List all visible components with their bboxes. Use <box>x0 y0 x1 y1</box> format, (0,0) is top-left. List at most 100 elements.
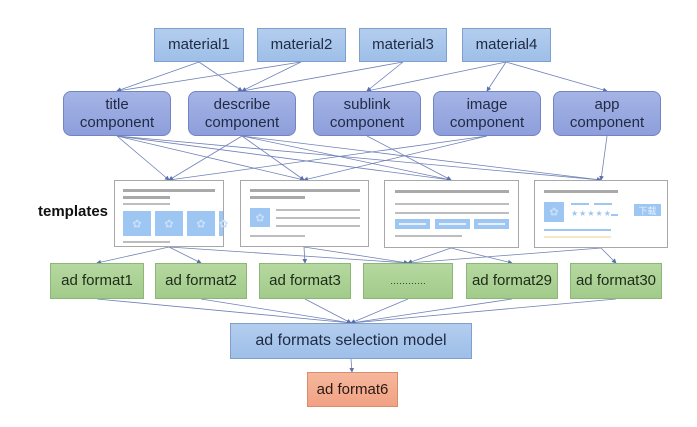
templates-label: templates <box>38 203 109 220</box>
template-sublinks <box>384 180 519 248</box>
material-label: material4 <box>475 36 538 54</box>
edge-template-adformat <box>407 247 602 266</box>
template-image-row <box>114 180 224 247</box>
sublink-button <box>395 219 430 229</box>
sublink-button <box>435 219 470 229</box>
text-line <box>544 236 611 238</box>
edge-component-template <box>241 135 602 182</box>
edge-component-template <box>303 135 488 182</box>
ad-format-2: ad format2 <box>155 263 247 299</box>
edge-component-template <box>366 135 452 181</box>
sublink-text <box>399 223 426 225</box>
material-label: material2 <box>270 36 333 54</box>
text-line <box>250 235 305 237</box>
component-label-line1: describe <box>213 96 271 114</box>
edge-component-template <box>116 135 170 181</box>
edge-component-template <box>168 135 488 182</box>
text-line <box>544 229 611 231</box>
image-placeholder-icon <box>123 211 151 236</box>
edge-template-adformat <box>168 246 409 266</box>
text-line <box>571 203 589 205</box>
edge-material-component <box>116 61 302 93</box>
edge-component-template <box>116 135 602 183</box>
text-line <box>276 217 360 219</box>
ad-format-label: ………… <box>390 275 426 286</box>
ad-format-label: ad format1 <box>61 272 133 290</box>
edge-component-template <box>241 135 452 182</box>
edge-material-component <box>366 61 507 93</box>
text-line <box>395 212 509 214</box>
ad-format-1: ad format1 <box>50 263 144 299</box>
edge-material-component <box>486 61 507 92</box>
ad-format-3: ad format3 <box>259 263 351 299</box>
edge-adformat-model <box>200 298 352 325</box>
edge-material-component <box>198 61 243 92</box>
selection-model-label: ad formats selection model <box>255 331 447 349</box>
edge-template-adformat <box>303 246 409 265</box>
edge-component-template <box>116 135 452 182</box>
edge-adformat-model <box>304 298 352 324</box>
edge-component-template <box>599 135 608 181</box>
component-label-line1: app <box>594 96 620 114</box>
material-3: material3 <box>359 28 447 62</box>
image-placeholder-icon <box>219 211 223 236</box>
edge-template-adformat <box>302 246 308 264</box>
title-line <box>123 189 215 192</box>
sublink-text <box>439 223 466 225</box>
edge-model-result <box>349 358 355 373</box>
app-icon <box>544 202 564 222</box>
image-placeholder-icon <box>250 208 270 227</box>
text-line <box>123 241 170 243</box>
edge-template-adformat <box>600 247 617 264</box>
material-4: material4 <box>462 28 551 62</box>
edge-adformat-model <box>350 298 617 326</box>
text-line <box>276 225 360 227</box>
material-1: material1 <box>154 28 244 62</box>
text-line <box>395 203 509 205</box>
component-label-line1: title <box>105 96 129 114</box>
template-image-text <box>240 180 369 247</box>
sublink-button <box>474 219 509 229</box>
title-line <box>544 190 618 193</box>
material-2: material2 <box>257 28 346 62</box>
text-line <box>395 235 462 237</box>
image-placeholder-icon <box>187 211 215 236</box>
text-line <box>594 203 612 205</box>
material-label: material3 <box>372 36 434 54</box>
ad-format-30: ad format30 <box>570 263 662 299</box>
download-button: 下载 <box>634 204 661 216</box>
edge-template-adformat <box>168 246 202 264</box>
text-line <box>123 203 170 205</box>
component-label-line1: sublink <box>343 96 391 114</box>
ad-format-label: ad format2 <box>165 272 237 290</box>
template-app-download: ★★★★★ 下载 <box>534 180 668 248</box>
edge-material-component <box>366 61 404 92</box>
ad-format-label: ad format30 <box>575 272 657 290</box>
edge-material-component <box>241 61 404 93</box>
text-line <box>276 209 360 211</box>
edge-adformat-model <box>350 298 513 325</box>
component-label-line2: component <box>204 113 280 131</box>
edge-template-adformat <box>407 247 452 264</box>
image-placeholder-icon <box>155 211 183 236</box>
sublink-text <box>478 223 505 225</box>
material-label: material1 <box>168 36 230 54</box>
edge-template-adformat <box>96 246 170 265</box>
edge-component-template <box>241 135 305 181</box>
component-label-line2: component <box>449 113 525 131</box>
text-line <box>611 214 618 216</box>
component-label-line2: component <box>79 113 155 131</box>
edge-adformat-model <box>350 298 409 324</box>
rating-stars: ★★★★★ <box>571 209 612 218</box>
edge-template-adformat <box>450 247 513 265</box>
selection-model: ad formats selection model <box>230 323 472 359</box>
component-label-line2: component <box>329 113 405 131</box>
title-line <box>123 196 170 199</box>
edge-material-component <box>505 61 608 93</box>
result-ad-format: ad format6 <box>307 372 398 407</box>
